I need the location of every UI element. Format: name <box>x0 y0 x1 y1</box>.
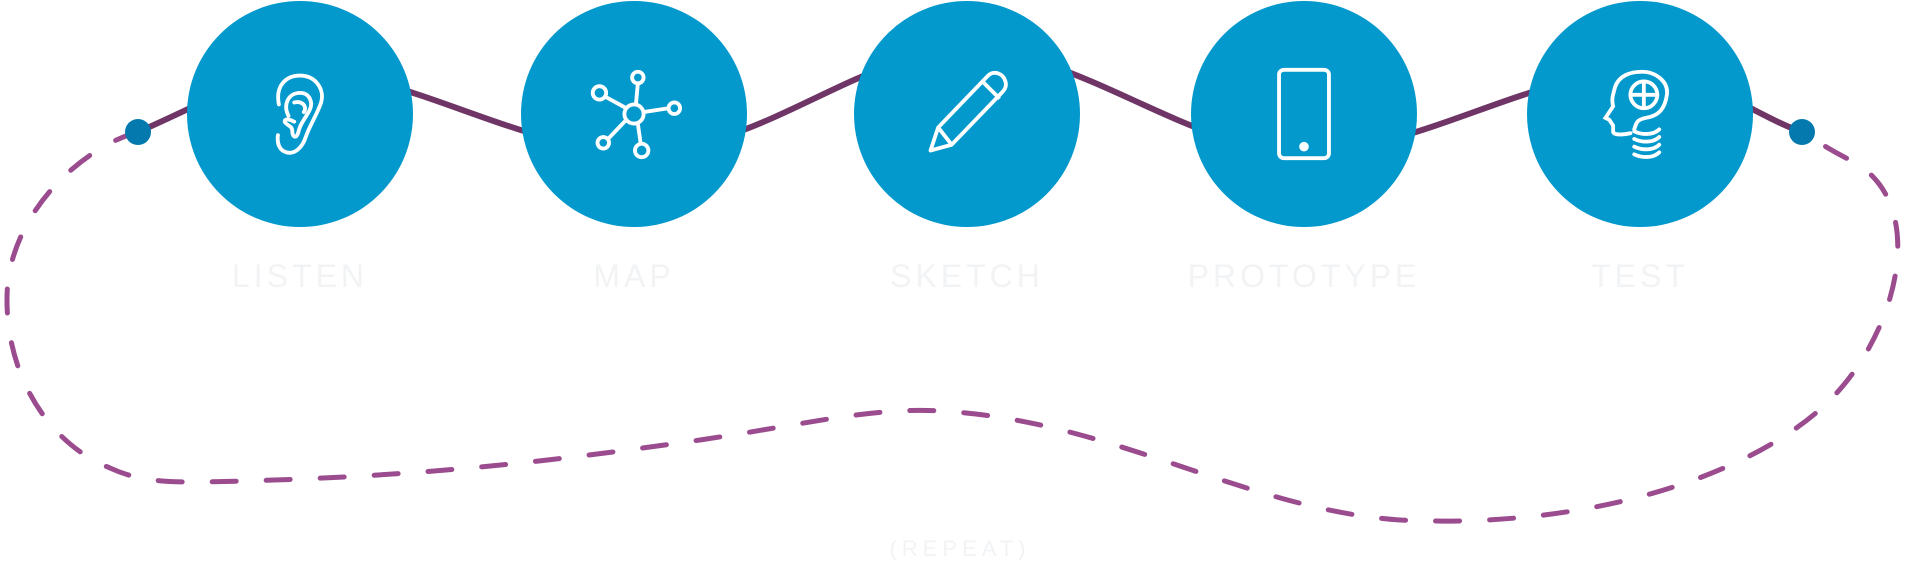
head-brain-icon <box>1602 69 1669 159</box>
step-prototype <box>1191 1 1417 227</box>
step-label-map: MAP <box>593 258 675 294</box>
network-icon <box>590 69 682 160</box>
step-test <box>1527 1 1753 227</box>
step-label-listen: LISTEN <box>231 258 369 294</box>
step-sketch <box>854 1 1080 227</box>
step-label-prototype: PROTOTYPE <box>1187 258 1421 294</box>
ear-icon <box>275 73 324 155</box>
phone-icon <box>1277 67 1331 161</box>
repeat-loop-dashed-line <box>4 129 1901 524</box>
step-listen <box>187 1 413 227</box>
end-dot <box>1789 119 1815 145</box>
pencil-icon <box>928 70 1008 153</box>
step-label-sketch: SKETCH <box>890 258 1044 294</box>
start-dot <box>125 119 151 145</box>
step-map <box>521 1 747 227</box>
step-label-test: TEST <box>1591 258 1689 294</box>
repeat-label: (REPEAT) <box>889 536 1031 561</box>
